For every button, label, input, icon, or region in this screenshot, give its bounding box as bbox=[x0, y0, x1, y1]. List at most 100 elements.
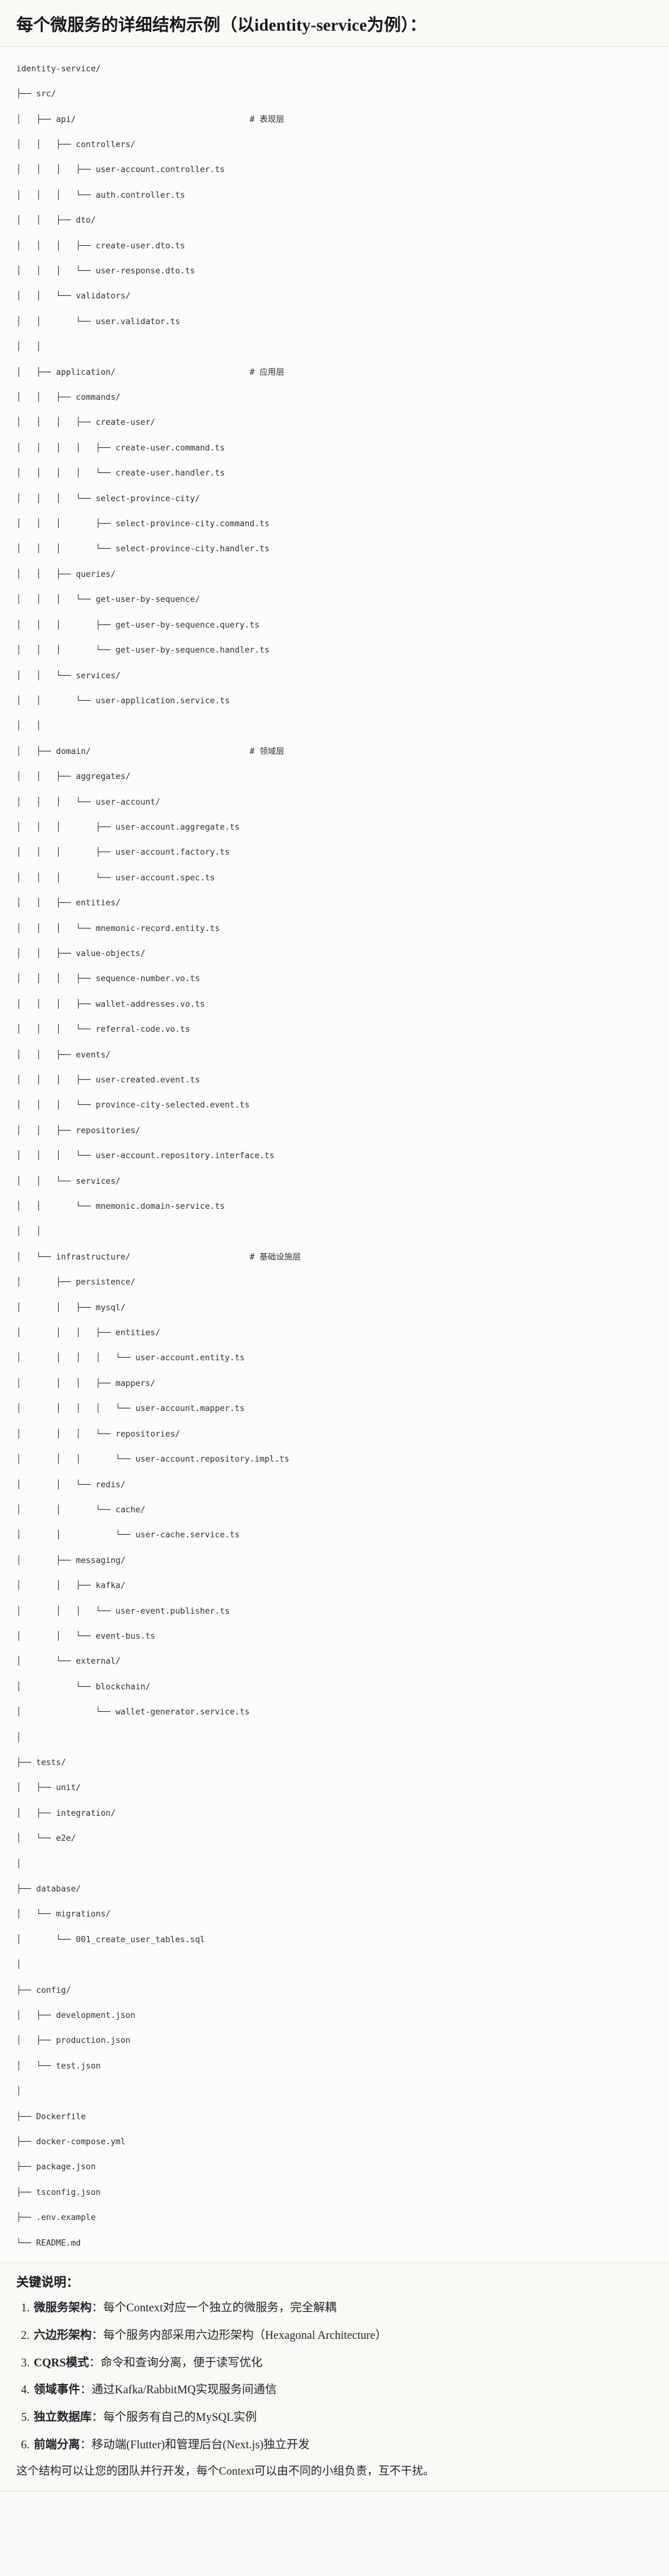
tree-node-label: src/ bbox=[36, 89, 56, 99]
tree-branch-glyph: │ │ │ ├── bbox=[16, 519, 116, 529]
tree-spacer-row: │ bbox=[16, 1959, 653, 1972]
tree-node-label: application/ bbox=[56, 367, 116, 377]
tree-branch-glyph: │ │ │ └── bbox=[16, 1025, 96, 1035]
tree-spacer-row: │ bbox=[16, 1858, 653, 1871]
tree-node-label: select-province-city.handler.ts bbox=[115, 544, 269, 554]
tree-row: │ │ ├── value-objects/ bbox=[16, 948, 653, 960]
tree-node-label: user-account.spec.ts bbox=[115, 873, 215, 883]
tree-row: identity-service/ bbox=[16, 63, 653, 76]
tree-node-label: user-account.repository.interface.ts bbox=[96, 1151, 274, 1161]
tree-node-label: user-account/ bbox=[96, 797, 161, 807]
key-note-item: 前端分离：移动端(Flutter)和管理后台(Next.js)独立开发 bbox=[33, 2437, 653, 2454]
tree-node-label: commands/ bbox=[76, 393, 121, 403]
tree-row: │ ├── messaging/ bbox=[16, 1555, 653, 1567]
tree-node-label: validators/ bbox=[76, 292, 131, 302]
tree-node-label: external/ bbox=[76, 1657, 121, 1667]
tree-node-label: persistence/ bbox=[76, 1278, 136, 1288]
tree-branch-glyph: │ │ │ │ └── bbox=[16, 469, 116, 479]
tree-branch-glyph: │ │ │ ├── bbox=[16, 999, 96, 1009]
tree-node-label: wallet-addresses.vo.ts bbox=[96, 999, 205, 1009]
tree-branch-glyph: │ │ │ └── bbox=[16, 267, 96, 276]
tree-branch-glyph: │ │ └── bbox=[16, 1530, 136, 1540]
key-note-separator: ： bbox=[89, 2356, 101, 2370]
tree-node-label: aggregates/ bbox=[76, 772, 131, 782]
tree-branch-glyph: │ │ └── bbox=[16, 671, 76, 681]
tree-row: │ │ └── validators/ bbox=[16, 290, 653, 303]
tree-row: │ │ │ ├── user-created.event.ts bbox=[16, 1074, 653, 1087]
tree-row: │ │ ├── commands/ bbox=[16, 392, 653, 404]
tree-branch-glyph: │ ├── bbox=[16, 2011, 56, 2021]
key-note-separator: ： bbox=[91, 2411, 104, 2425]
tree-branch-glyph: │ │ ├── bbox=[16, 216, 76, 226]
tree-row: │ │ │ └── user-account.repository.impl.t… bbox=[16, 1453, 653, 1466]
tree-layer-comment: # 表现层 bbox=[249, 115, 284, 125]
tree-node-label: migrations/ bbox=[56, 1910, 111, 1920]
tree-branch-glyph: │ │ ├── bbox=[16, 1050, 76, 1060]
tree-node-label: dto/ bbox=[76, 216, 96, 226]
tree-row: │ │ └── services/ bbox=[16, 670, 653, 683]
key-note-text: 每个服务有自己的MySQL实例 bbox=[103, 2411, 257, 2425]
tree-branch-glyph: │ ├── bbox=[16, 1783, 56, 1793]
tree-node-label: user-account.aggregate.ts bbox=[115, 822, 240, 832]
tree-row: ├── Dockerfile bbox=[16, 2111, 653, 2124]
tree-branch-glyph: │ ├── bbox=[16, 367, 56, 377]
tree-row: │ │ │ └── get-user-by-sequence.handler.t… bbox=[16, 644, 653, 657]
tree-branch-glyph: │ │ ├── bbox=[16, 393, 76, 403]
tree-branch-glyph: │ bbox=[16, 2087, 21, 2097]
tree-node-label: package.json bbox=[36, 2162, 96, 2172]
key-note-item: 领域事件：通过Kafka/RabbitMQ实现服务间通信 bbox=[33, 2382, 653, 2399]
tree-branch-glyph: │ │ │ └── bbox=[16, 873, 116, 883]
tree-branch-glyph: │ │ bbox=[16, 1227, 41, 1237]
tree-node-label: README.md bbox=[36, 2238, 81, 2248]
tree-node-label: sequence-number.vo.ts bbox=[96, 974, 200, 984]
tree-node-label: entities/ bbox=[115, 1328, 161, 1338]
tree-branch-glyph: ├── bbox=[16, 1985, 36, 1995]
tree-node-label: e2e/ bbox=[56, 1834, 76, 1844]
tree-node-label: cache/ bbox=[115, 1505, 146, 1515]
tree-node-label: redis/ bbox=[96, 1480, 126, 1490]
key-note-text: 每个服务内部采用六边形架构（Hexagonal Architecture） bbox=[103, 2329, 387, 2342]
tree-row: ├── .env.example bbox=[16, 2212, 653, 2224]
tree-branch-glyph: │ └── bbox=[16, 2061, 56, 2071]
tree-branch-glyph: │ │ └── bbox=[16, 292, 76, 302]
tree-branch-glyph: │ │ │ └── bbox=[16, 646, 116, 656]
tree-row: ├── config/ bbox=[16, 1985, 653, 1997]
key-note-term: 前端分离 bbox=[34, 2438, 81, 2451]
tree-branch-glyph: │ │ │ │ └── bbox=[16, 1353, 136, 1363]
tree-row: │ │ │ │ └── create-user.handler.ts bbox=[16, 467, 653, 480]
tree-branch-glyph: │ bbox=[16, 1960, 21, 1970]
tree-branch-glyph: │ └── bbox=[16, 1657, 76, 1667]
tree-spacer-row: │ │ bbox=[16, 720, 653, 733]
tree-branch-glyph: │ └── bbox=[16, 1910, 56, 1920]
tree-branch-glyph: │ │ │ │ ├── bbox=[16, 443, 116, 453]
tree-node-label: get-user-by-sequence/ bbox=[96, 595, 200, 605]
tree-row: │ │ │ └── user-account.spec.ts bbox=[16, 872, 653, 885]
tree-row: │ ├── unit/ bbox=[16, 1782, 653, 1795]
tree-branch-glyph: │ bbox=[16, 1859, 21, 1869]
tree-row: │ │ └── cache/ bbox=[16, 1504, 653, 1517]
tree-node-label: events/ bbox=[76, 1050, 111, 1060]
tree-spacer-row: │ │ bbox=[16, 341, 653, 354]
tree-branch-glyph: │ └── bbox=[16, 1708, 116, 1718]
tree-node-label: referral-code.vo.ts bbox=[96, 1025, 190, 1035]
tree-row: │ │ │ ├── user-account.factory.ts bbox=[16, 847, 653, 859]
tree-node-label: infrastructure/ bbox=[56, 1252, 131, 1262]
tree-node-label: api/ bbox=[56, 115, 76, 125]
tree-row: │ └── e2e/ bbox=[16, 1833, 653, 1845]
tree-row: ├── tests/ bbox=[16, 1757, 653, 1769]
key-note-item: 六边形架构：每个服务内部采用六边形架构（Hexagonal Architectu… bbox=[33, 2328, 653, 2344]
directory-tree: identity-service/ ├── src/ │ ├── api/ # … bbox=[16, 63, 653, 2250]
key-note-term: CQRS模式 bbox=[34, 2356, 89, 2370]
tree-row: │ │ ├── mysql/ bbox=[16, 1302, 653, 1315]
tree-node-label: domain/ bbox=[56, 746, 91, 756]
tree-node-label: get-user-by-sequence.query.ts bbox=[115, 620, 260, 630]
key-note-text: 每个Context对应一个独立的微服务，完全解耦 bbox=[103, 2301, 337, 2314]
tree-branch-glyph: ├── bbox=[16, 2162, 36, 2172]
tree-comment-gap bbox=[76, 115, 249, 125]
tree-row: │ └── test.json bbox=[16, 2060, 653, 2073]
tree-layer-comment: # 应用层 bbox=[249, 367, 284, 377]
key-note-item: CQRS模式：命令和查询分离，便于读写优化 bbox=[33, 2355, 653, 2372]
tree-layer-comment: # 领域层 bbox=[249, 746, 284, 756]
tree-branch-glyph: │ │ │ └── bbox=[16, 494, 96, 504]
tree-row: │ ├── production.json bbox=[16, 2035, 653, 2047]
